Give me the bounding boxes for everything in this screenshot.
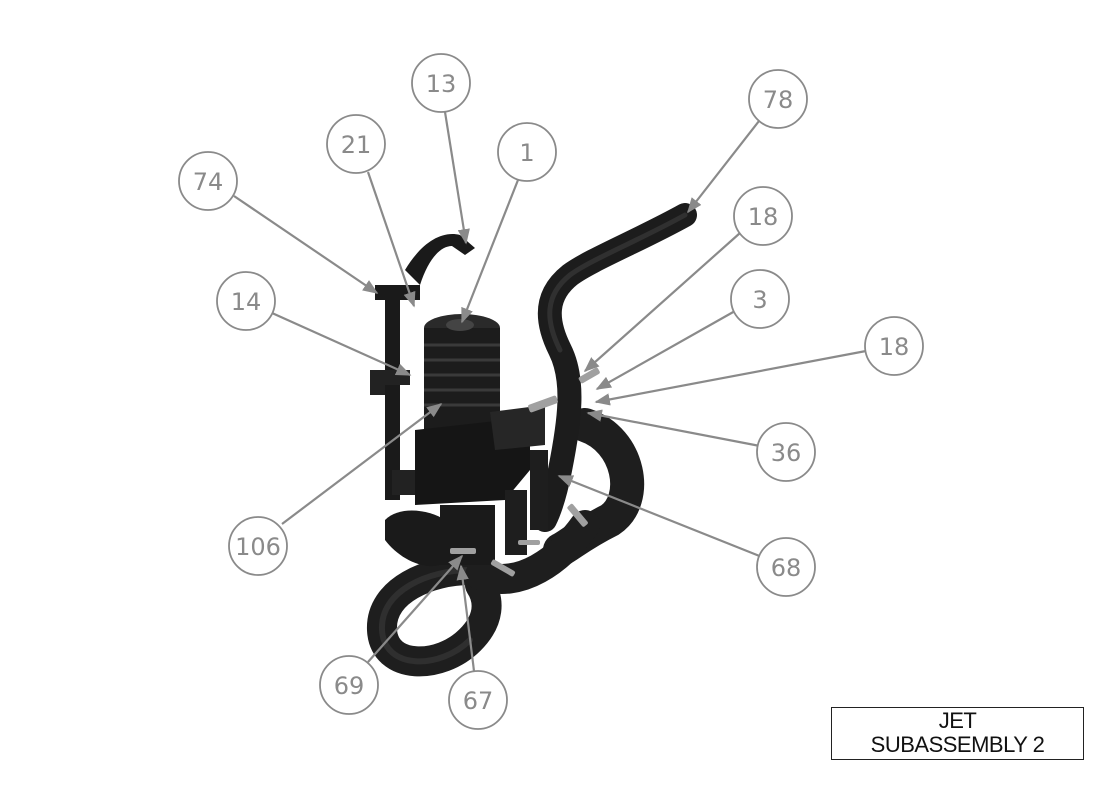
leader-18b	[594, 349, 867, 406]
balloon-78: 78	[748, 69, 808, 129]
balloon-callouts: 13 21 1 74 78 18 14 3	[178, 53, 924, 730]
title-line-2: SUBASSEMBLY 2	[870, 732, 1045, 757]
jet-subassembly-model	[367, 203, 697, 677]
svg-text:74: 74	[193, 168, 224, 196]
leader-18a	[583, 232, 741, 373]
leader-74	[233, 195, 379, 294]
leader-14	[271, 311, 412, 377]
title-block: JET SUBASSEMBLY 2	[831, 707, 1084, 760]
leader-21	[366, 171, 416, 308]
leader-68	[557, 474, 763, 559]
svg-text:67: 67	[463, 687, 494, 715]
svg-text:106: 106	[235, 533, 281, 561]
svg-text:18: 18	[879, 333, 910, 361]
balloon-68: 68	[756, 537, 816, 597]
leader-106	[281, 403, 443, 525]
leader-78	[687, 120, 760, 214]
balloon-74: 74	[178, 151, 238, 211]
svg-text:13: 13	[426, 70, 457, 98]
svg-text:3: 3	[752, 286, 767, 314]
balloon-67: 67	[448, 670, 508, 730]
balloon-106: 106	[228, 516, 288, 576]
svg-text:68: 68	[771, 554, 802, 582]
balloon-69: 69	[319, 655, 379, 715]
balloon-3: 3	[730, 269, 790, 329]
balloon-13: 13	[411, 53, 471, 113]
svg-text:18: 18	[748, 203, 779, 231]
leader-36	[586, 409, 761, 448]
svg-text:69: 69	[334, 672, 365, 700]
svg-text:36: 36	[771, 439, 802, 467]
balloon-18-upper: 18	[733, 186, 793, 246]
leader-1	[460, 179, 520, 324]
leader-13	[443, 111, 470, 245]
leader-3	[595, 310, 736, 390]
title-line-1: JET	[938, 708, 977, 733]
leader-67	[456, 564, 476, 672]
leader-69	[367, 554, 464, 663]
balloon-1: 1	[497, 122, 557, 182]
svg-text:14: 14	[231, 288, 262, 316]
balloon-18-right: 18	[864, 316, 924, 376]
leader-lines	[233, 111, 867, 672]
balloon-14: 14	[216, 271, 276, 331]
svg-text:78: 78	[763, 86, 794, 114]
svg-text:1: 1	[519, 139, 534, 167]
balloon-21: 21	[326, 114, 386, 174]
balloon-36: 36	[756, 422, 816, 482]
svg-text:21: 21	[341, 131, 372, 159]
